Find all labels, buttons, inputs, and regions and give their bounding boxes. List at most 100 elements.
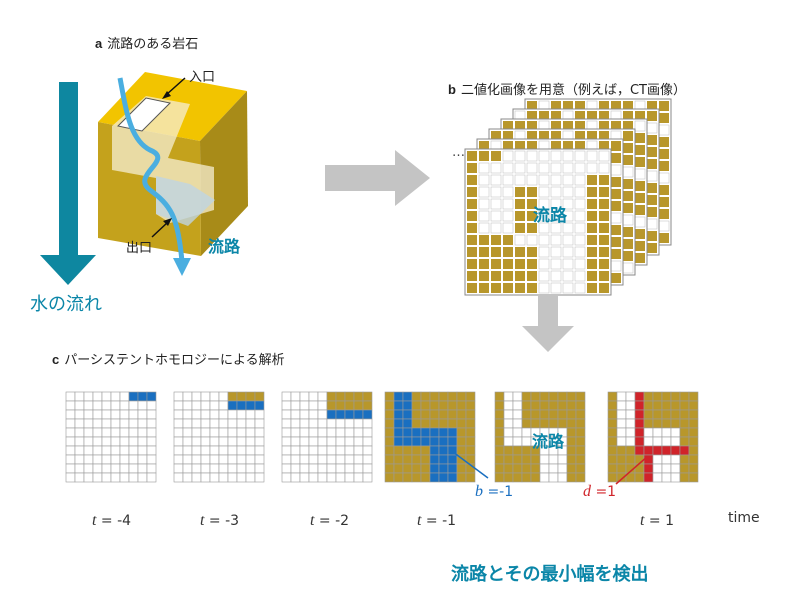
grid-cell	[137, 454, 148, 465]
voxel	[599, 199, 609, 209]
grid-cell	[494, 391, 505, 402]
grid-cell	[344, 391, 355, 402]
voxel	[515, 121, 525, 131]
grid-cell	[679, 454, 690, 465]
voxel	[550, 174, 562, 186]
grid-cell	[465, 436, 476, 447]
grid-cell	[539, 409, 550, 420]
grid-cell	[146, 463, 157, 474]
voxel	[646, 170, 658, 182]
voxel	[623, 143, 633, 153]
voxel	[467, 151, 477, 161]
grid-cell	[670, 400, 681, 411]
grid-cell	[236, 445, 247, 456]
voxel	[611, 101, 621, 111]
grid-cell	[308, 400, 319, 411]
voxel	[611, 225, 621, 235]
voxel	[503, 121, 513, 131]
voxel	[526, 174, 538, 186]
flow-path-label-c: 流路	[532, 432, 565, 451]
grid-cell	[209, 454, 220, 465]
voxel	[587, 131, 597, 141]
inlet-label: 入口	[189, 70, 216, 85]
grid-cell	[281, 400, 292, 411]
voxel	[538, 222, 550, 234]
voxel	[538, 234, 550, 246]
grid-cell	[679, 409, 690, 420]
grid-cell	[317, 400, 328, 411]
arrow-b-to-c	[522, 296, 574, 352]
grid-cell	[625, 400, 636, 411]
grid-cell	[548, 418, 559, 429]
grid-cell	[65, 445, 76, 456]
voxel	[490, 222, 502, 234]
grid-cell	[575, 436, 586, 447]
voxel	[574, 162, 586, 174]
grid-cell	[209, 409, 220, 420]
grid-cell	[74, 472, 85, 483]
voxel	[574, 270, 586, 282]
grid-cell	[643, 454, 654, 465]
grid-cell	[616, 418, 627, 429]
grid-cell	[245, 400, 256, 411]
grid-cell	[74, 463, 85, 474]
voxel	[503, 235, 513, 245]
grid-cell	[65, 436, 76, 447]
voxel	[659, 101, 669, 111]
grid-cell	[652, 409, 663, 420]
grid-cell	[101, 418, 112, 429]
grid-cell	[634, 463, 645, 474]
grid-cell	[254, 418, 265, 429]
grid-cell	[438, 436, 449, 447]
grid-cell	[521, 472, 532, 483]
inlet-pointer	[165, 77, 186, 96]
voxel	[599, 101, 609, 111]
grid-cell	[566, 445, 577, 456]
voxel	[647, 195, 657, 205]
voxel	[515, 247, 525, 257]
grid-cell	[74, 391, 85, 402]
grid-cell	[625, 436, 636, 447]
voxel	[515, 271, 525, 281]
grid-cell	[557, 418, 568, 429]
voxel	[479, 259, 489, 269]
voxel	[599, 235, 609, 245]
grid-cell	[429, 436, 440, 447]
grid-cell	[607, 400, 618, 411]
grid-cell	[326, 445, 337, 456]
voxel	[550, 270, 562, 282]
grid-cell	[503, 400, 514, 411]
grid-cell	[625, 409, 636, 420]
grid-cell	[661, 463, 672, 474]
voxel	[562, 282, 574, 294]
grid-cell	[503, 445, 514, 456]
voxel	[538, 162, 550, 174]
grid-cell	[670, 427, 681, 438]
grid-cell	[521, 400, 532, 411]
grid-cell	[465, 463, 476, 474]
grid-cell	[227, 454, 238, 465]
voxel	[635, 111, 645, 121]
grid-cell	[281, 445, 292, 456]
time-label-t-1: t = 1	[640, 512, 674, 529]
grid-cell	[420, 427, 431, 438]
grid-cell	[530, 409, 541, 420]
grid-cell	[128, 400, 139, 411]
grid-cell	[679, 400, 690, 411]
grid-cell	[512, 391, 523, 402]
voxel	[635, 145, 645, 155]
voxel	[562, 198, 574, 210]
grid-cell	[634, 454, 645, 465]
grid-cell	[384, 400, 395, 411]
voxel	[634, 120, 646, 132]
grid-cell	[530, 391, 541, 402]
grid-cell	[512, 445, 523, 456]
voxel	[623, 203, 633, 213]
grid-cell	[137, 427, 148, 438]
grid-cell	[173, 400, 184, 411]
grid-cell	[317, 445, 328, 456]
grid-cell	[83, 454, 94, 465]
voxel	[622, 262, 634, 274]
grid-cell	[575, 400, 586, 411]
grid-cell	[335, 445, 346, 456]
